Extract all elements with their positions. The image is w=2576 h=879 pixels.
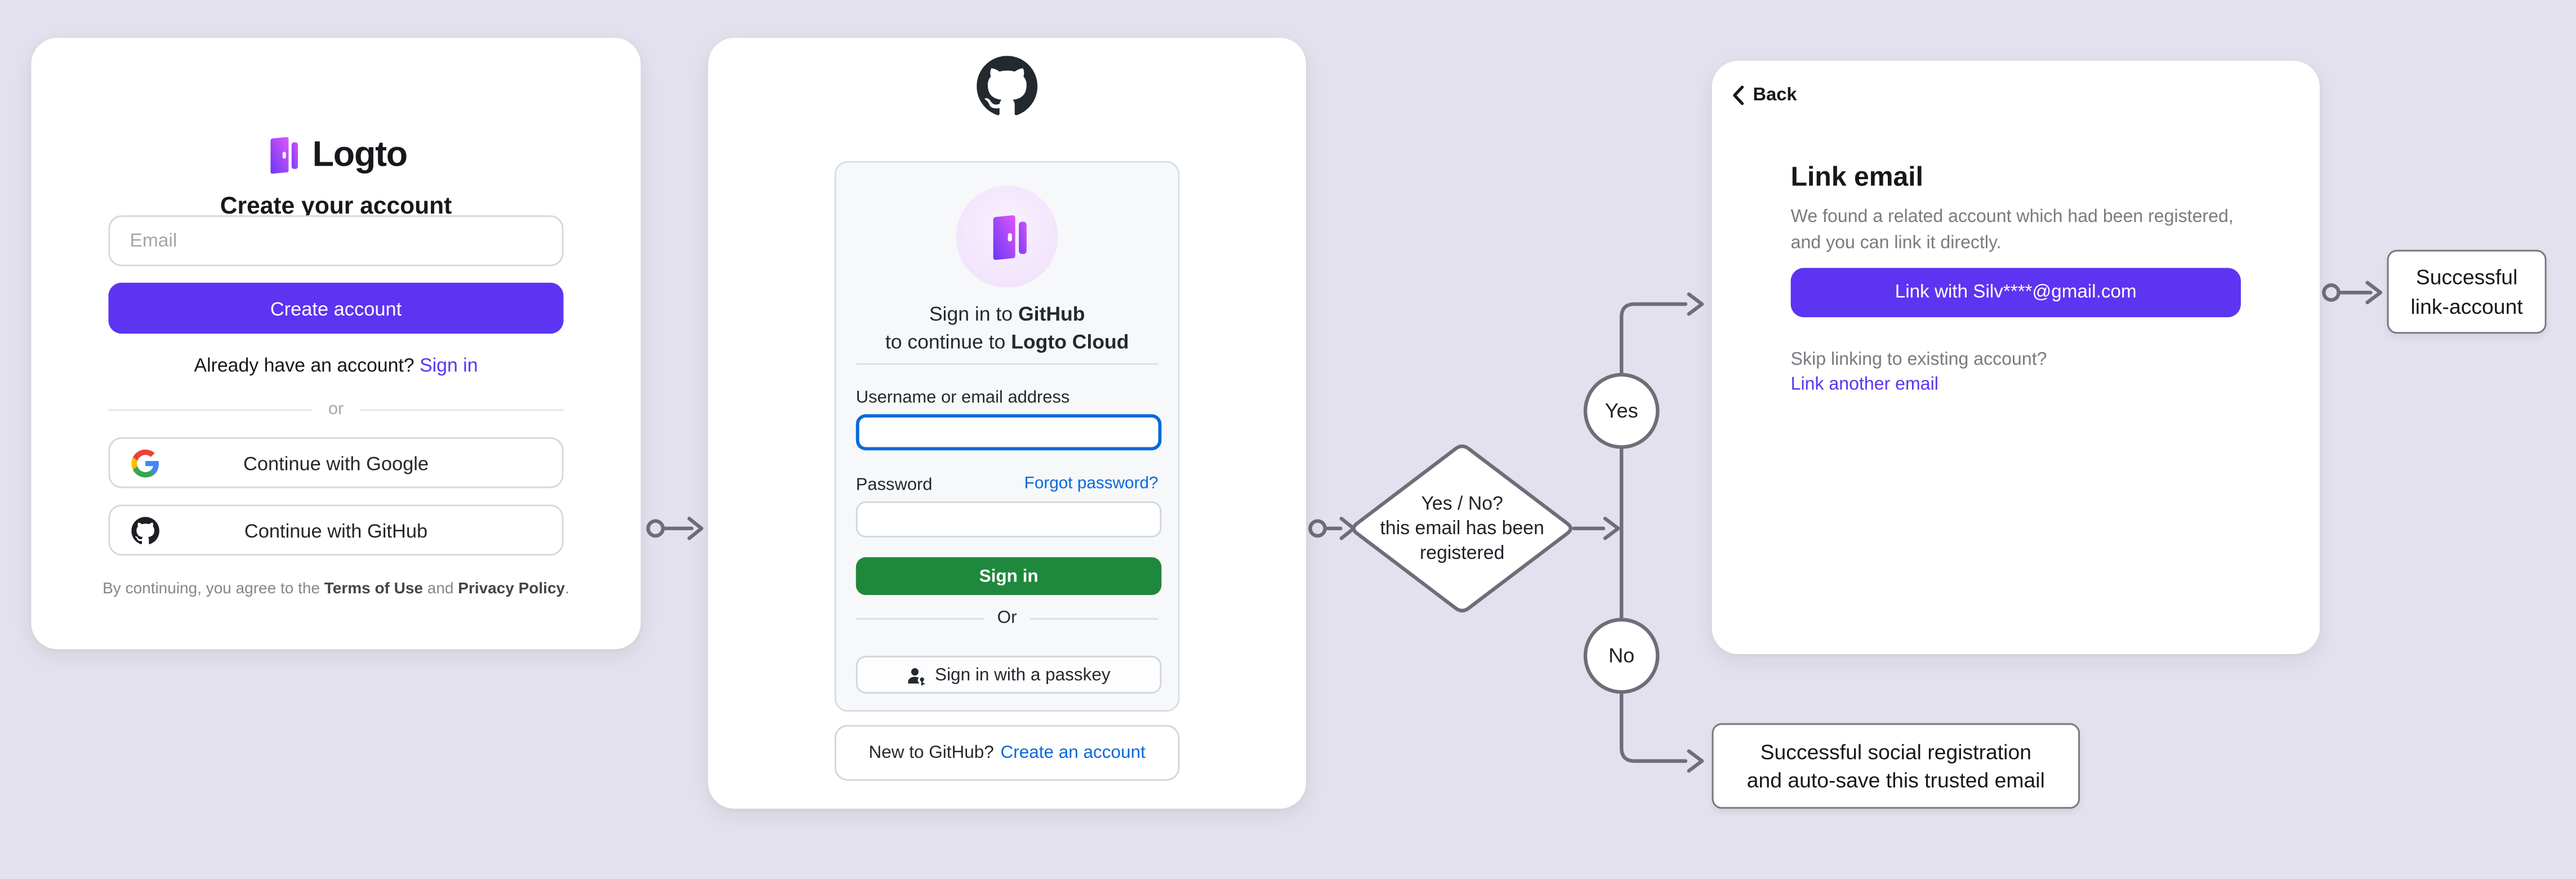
divider-line (360, 408, 564, 410)
github-signin-card: Sign in to GitHub to continue to Logto C… (708, 38, 1307, 809)
link-with-email-button[interactable]: Link with Silv****@gmail.com (1790, 268, 2241, 318)
terms-middle: and (423, 580, 458, 598)
decision-label: Yes / No? this email has been registered (1380, 493, 1544, 565)
divider-line (108, 408, 312, 410)
signin-prompt-row: Already have an account? Sign in (31, 355, 640, 376)
yes-node-label: Yes (1605, 399, 1638, 423)
link-email-description: We found a related account which had bee… (1790, 207, 2234, 252)
signin-prompt: Already have an account? (194, 355, 415, 377)
github-logo-icon (977, 56, 1038, 125)
logto-door-icon (992, 214, 1026, 259)
no-node-circle (1583, 618, 1660, 694)
no-node-label: No (1608, 644, 1635, 668)
google-button-label: Continue with Google (243, 451, 429, 474)
password-label: Password (855, 475, 933, 495)
continue-with-google-button[interactable]: Continue with Google (108, 437, 564, 489)
new-to-github-prompt: New to GitHub? (868, 743, 994, 763)
continue-app: Logto Cloud (1011, 329, 1129, 353)
or-divider-label: or (328, 399, 344, 419)
skip-linking-prompt: Skip linking to existing account? (1790, 350, 2047, 370)
github-signin-button[interactable]: Sign in (855, 557, 1162, 595)
passkey-button-label: Sign in with a passkey (935, 664, 1111, 685)
signin-title-app: GitHub (1018, 302, 1085, 326)
google-g-icon (131, 449, 159, 477)
or-divider: or (108, 398, 564, 421)
arrow-no-branch (1619, 690, 1704, 773)
logto-app-badge (956, 185, 1058, 288)
box-divider (855, 363, 1158, 365)
brand-name: Logto (312, 135, 408, 175)
passkey-signin-button[interactable]: Sign in with a passkey (855, 655, 1162, 694)
person-key-icon (908, 667, 925, 685)
email-input[interactable] (108, 215, 564, 267)
link-email-card: Back Link email We found a related accou… (1712, 60, 2320, 655)
username-input[interactable] (855, 414, 1162, 451)
github-signin-box: Sign in to GitHub to continue to Logto C… (834, 161, 1180, 712)
arrow-link-to-outcome (2322, 281, 2383, 304)
username-label: Username or email address (855, 388, 1070, 408)
outcome-link-line2: link-account (2410, 293, 2523, 318)
logto-logo: Logto (31, 135, 640, 176)
forgot-password-link[interactable]: Forgot password? (1024, 475, 1158, 494)
decision-diamond (1352, 444, 1572, 612)
outcome-social-line2: and auto-save this trusted email (1746, 767, 2045, 793)
terms-prefix: By continuing, you agree to the (102, 580, 324, 598)
arrow-decision-to-rail (1572, 445, 1624, 621)
continue-with-github-button[interactable]: Continue with GitHub (108, 504, 564, 556)
link-another-email-link[interactable]: Link another email (1790, 375, 1938, 395)
outcome-link-account-box: Successful link-account (2387, 250, 2547, 334)
outcome-social-registration-box: Successful social registration and auto-… (1712, 723, 2080, 809)
yes-node-circle (1583, 372, 1660, 449)
divider-line (1030, 617, 1158, 619)
github-mark-icon (131, 516, 159, 544)
arrow-yes-branch (1619, 292, 1704, 377)
github-or-divider: Or (855, 606, 1158, 629)
privacy-policy-link[interactable]: Privacy Policy (458, 580, 565, 598)
github-signin-title: Sign in to GitHub to continue to Logto C… (836, 301, 1178, 355)
password-input[interactable] (855, 501, 1162, 538)
or-divider-label: Or (997, 608, 1017, 628)
github-footer-box: New to GitHub? Create an account (834, 725, 1180, 781)
back-button[interactable]: Back (1732, 86, 1797, 105)
back-button-label: Back (1753, 85, 1797, 105)
arrow-signup-to-github (646, 517, 703, 540)
chevron-left-icon (1733, 85, 1744, 105)
signup-card: Logto Create your account Create account… (31, 38, 641, 650)
create-account-button[interactable]: Create account (108, 282, 564, 334)
github-button-label: Continue with GitHub (244, 518, 428, 542)
terms-of-use-link[interactable]: Terms of Use (324, 580, 424, 598)
terms-line: By continuing, you agree to the Terms of… (31, 580, 640, 598)
create-github-account-link[interactable]: Create an account (1000, 743, 1146, 763)
outcome-social-line1: Successful social registration (1760, 739, 2031, 763)
outcome-link-line1: Successful (2415, 264, 2518, 290)
link-email-title: Link email (1790, 162, 1924, 193)
logto-door-icon (270, 137, 298, 174)
signin-link[interactable]: Sign in (420, 355, 478, 377)
terms-suffix: . (565, 580, 569, 598)
continue-prefix: to continue to (885, 329, 1011, 353)
divider-line (855, 617, 984, 619)
signin-title-prefix: Sign in to (929, 302, 1018, 326)
